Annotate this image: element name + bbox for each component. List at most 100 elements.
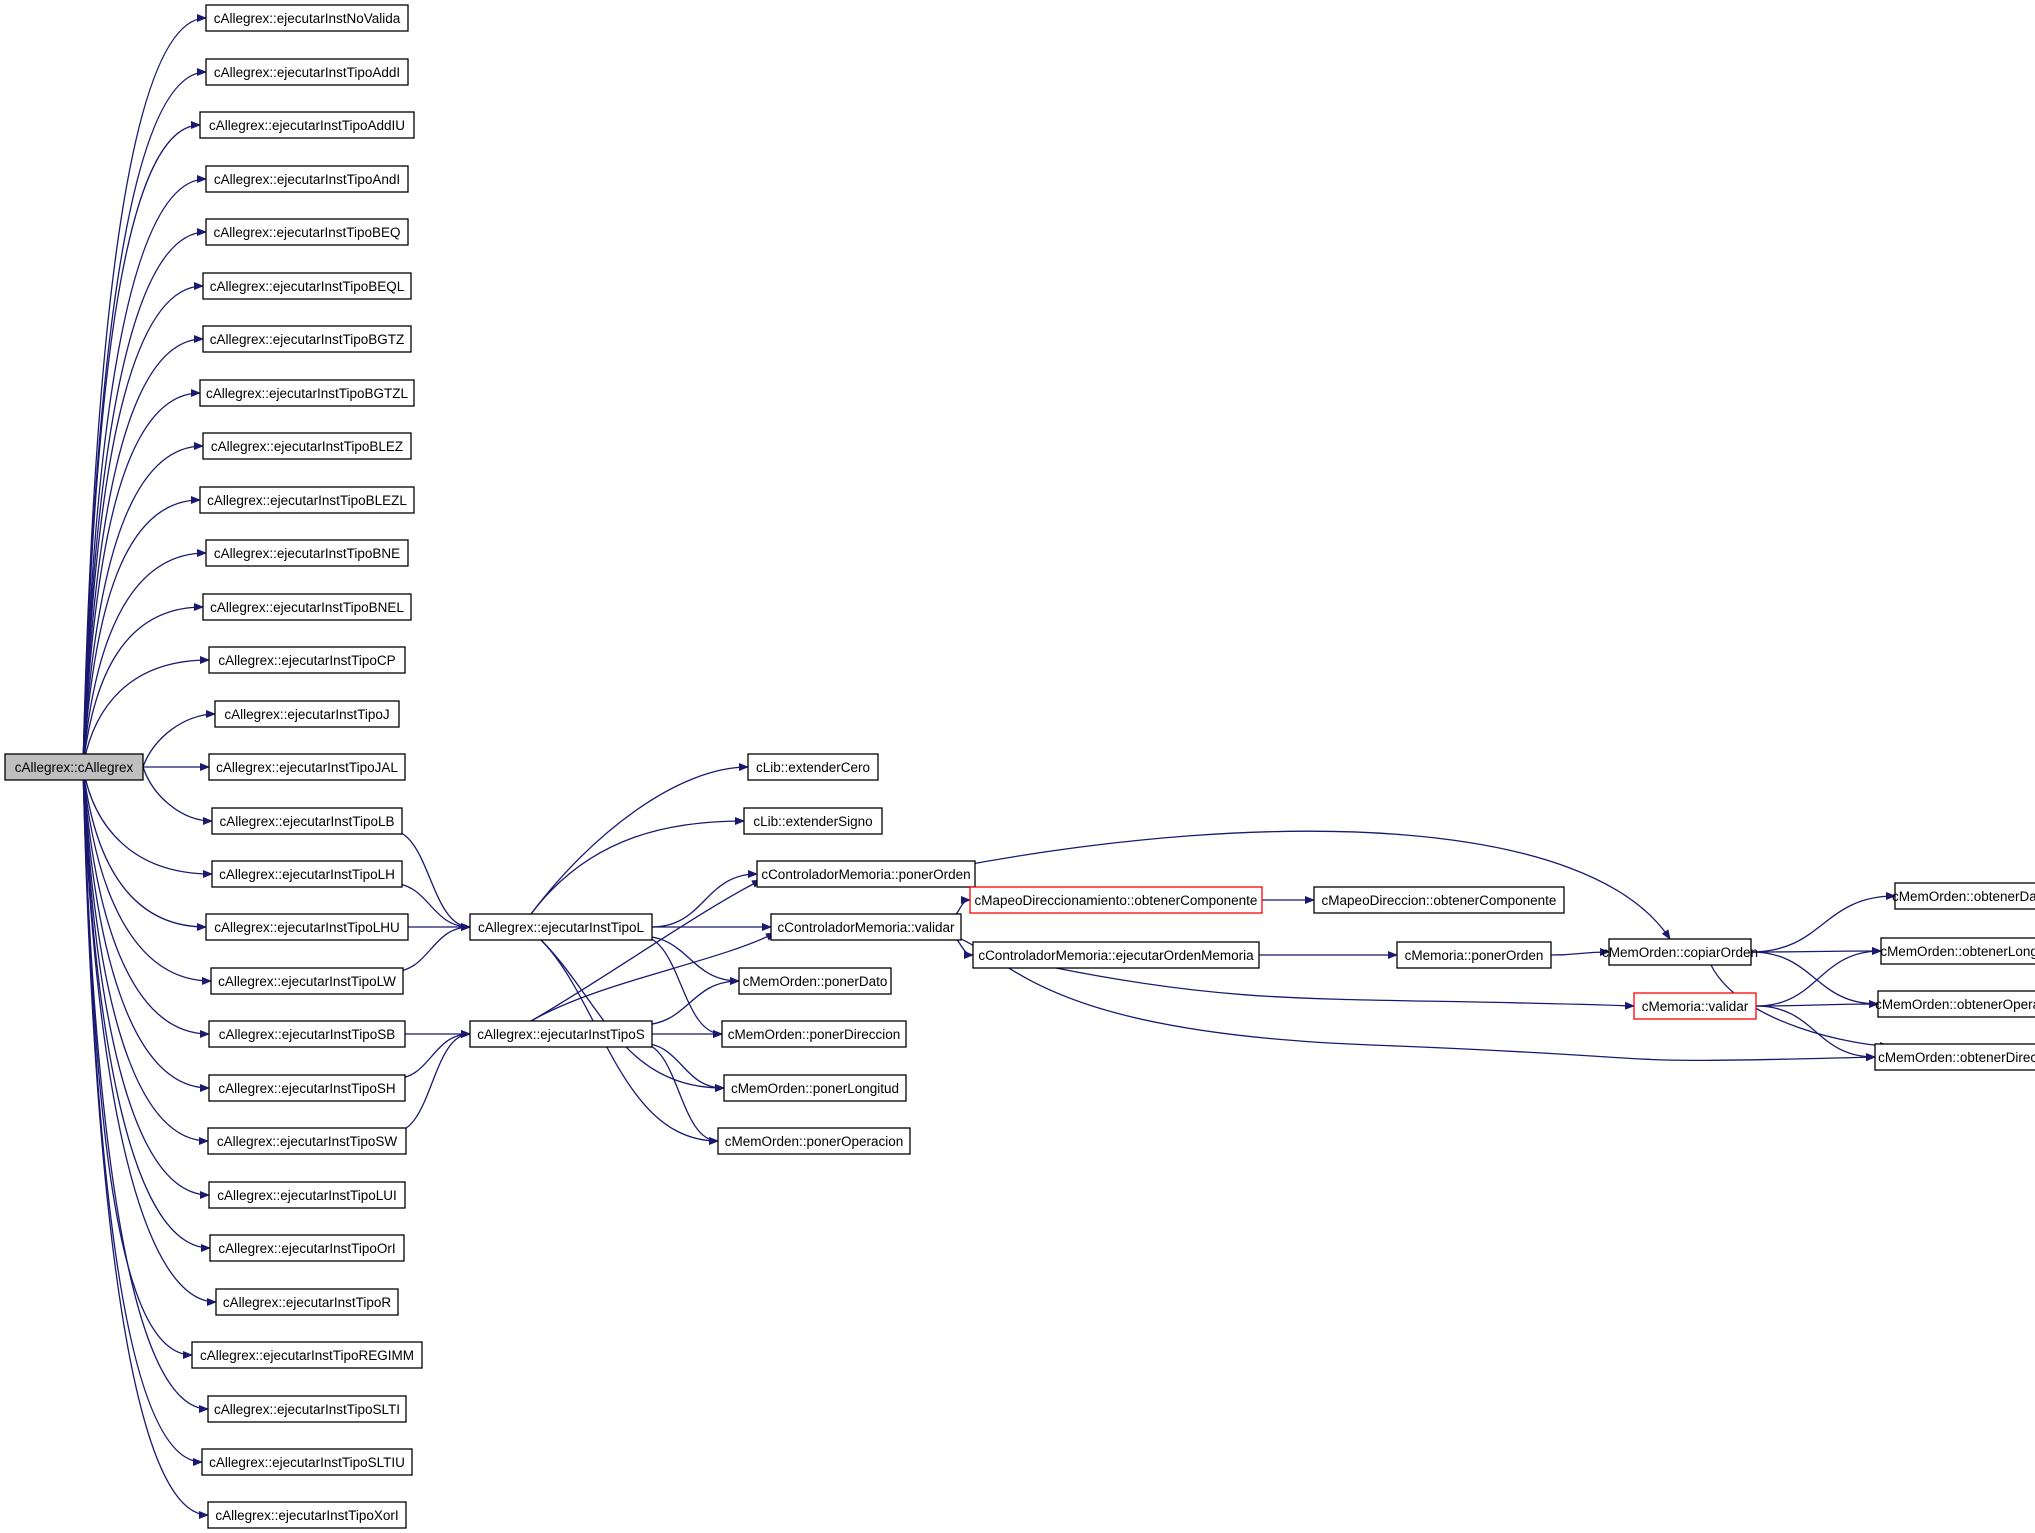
node-slti[interactable]: cAllegrex::ejecutarInstTipoSLTI — [207, 1395, 407, 1423]
node-box[interactable] — [717, 1127, 911, 1155]
node-box[interactable] — [756, 860, 976, 888]
node-box[interactable] — [1313, 886, 1565, 914]
node-box[interactable] — [215, 1288, 399, 1316]
node-bne[interactable]: cAllegrex::ejecutarInstTipoBNE — [205, 539, 409, 567]
node-box[interactable] — [207, 1127, 407, 1155]
node-sltiu[interactable]: cAllegrex::ejecutarInstTipoSLTIU — [201, 1448, 413, 1476]
node-blez[interactable]: cAllegrex::ejecutarInstTipoBLEZ — [202, 432, 412, 460]
node-j[interactable]: cAllegrex::ejecutarInstTipoJ — [214, 700, 400, 728]
node-lui[interactable]: cAllegrex::ejecutarInstTipoLUI — [208, 1181, 406, 1209]
node-box[interactable] — [211, 807, 403, 835]
node-lh[interactable]: cAllegrex::ejecutarInstTipoLH — [211, 860, 403, 888]
node-box[interactable] — [1633, 992, 1757, 1020]
node-box[interactable] — [205, 218, 409, 246]
node-mapcomp[interactable]: cMapeoDireccionamiento::obtenerComponent… — [969, 886, 1263, 914]
node-ori[interactable]: cAllegrex::ejecutarInstTipoOrI — [209, 1234, 405, 1262]
node-copiar[interactable]: cMemOrden::copiarOrden — [1602, 938, 1758, 966]
node-box[interactable] — [210, 967, 404, 995]
node-box[interactable] — [205, 165, 409, 193]
node-box[interactable] — [1894, 882, 2035, 910]
node-box[interactable] — [1396, 941, 1552, 969]
node-cp[interactable]: cAllegrex::ejecutarInstTipoCP — [208, 646, 406, 674]
node-lb[interactable]: cAllegrex::ejecutarInstTipoLB — [211, 807, 403, 835]
node-box[interactable] — [1877, 990, 2035, 1018]
node-addiu[interactable]: cAllegrex::ejecutarInstTipoAddIU — [199, 111, 415, 139]
node-sh[interactable]: cAllegrex::ejecutarInstTipoSH — [208, 1074, 406, 1102]
node-regimm[interactable]: cAllegrex::ejecutarInstTipoREGIMM — [191, 1341, 423, 1369]
node-andi[interactable]: cAllegrex::ejecutarInstTipoAndI — [205, 165, 409, 193]
node-ponerlong[interactable]: cMemOrden::ponerLongitud — [723, 1074, 907, 1102]
node-odato[interactable]: cMemOrden::obtenerDato — [1892, 882, 2035, 910]
node-box[interactable] — [972, 941, 1260, 969]
node-box[interactable] — [469, 1020, 653, 1048]
node-box[interactable] — [205, 58, 409, 86]
node-olong[interactable]: cMemOrden::obtenerLongitud — [1880, 937, 2035, 965]
node-box[interactable] — [205, 539, 409, 567]
node-box[interactable] — [205, 913, 409, 941]
node-extcero[interactable]: cLib::extenderCero — [747, 753, 879, 781]
node-box[interactable] — [208, 1074, 406, 1102]
node-root[interactable]: cAllegrex::cAllegrex — [4, 753, 144, 781]
node-box[interactable] — [202, 325, 412, 353]
node-box[interactable] — [208, 753, 406, 781]
node-jal[interactable]: cAllegrex::ejecutarInstTipoJAL — [208, 753, 406, 781]
node-blezl[interactable]: cAllegrex::ejecutarInstTipoBLEZL — [199, 486, 415, 514]
node-box[interactable] — [738, 967, 892, 995]
node-box[interactable] — [202, 593, 412, 621]
node-box[interactable] — [202, 272, 412, 300]
node-r[interactable]: cAllegrex::ejecutarInstTipoR — [215, 1288, 399, 1316]
node-box[interactable] — [208, 646, 406, 674]
node-memvalidar[interactable]: cMemoria::validar — [1633, 992, 1757, 1020]
node-ponerdato[interactable]: cMemOrden::ponerDato — [738, 967, 892, 995]
node-box[interactable] — [1608, 938, 1752, 966]
node-box[interactable] — [721, 1020, 907, 1048]
node-beql[interactable]: cAllegrex::ejecutarInstTipoBEQL — [202, 272, 412, 300]
node-tipol[interactable]: cAllegrex::ejecutarInstTipoL — [469, 913, 653, 941]
node-box[interactable] — [209, 1234, 405, 1262]
node-memponer[interactable]: cMemoria::ponerOrden — [1396, 941, 1552, 969]
node-cmponer[interactable]: cControladorMemoria::ponerOrden — [756, 860, 976, 888]
node-nv[interactable]: cAllegrex::ejecutarInstNoValida — [205, 4, 409, 32]
node-box[interactable] — [208, 1020, 406, 1048]
node-box[interactable] — [207, 1395, 407, 1423]
node-sb[interactable]: cAllegrex::ejecutarInstTipoSB — [208, 1020, 406, 1048]
node-box[interactable] — [207, 1501, 407, 1529]
node-xori[interactable]: cAllegrex::ejecutarInstTipoXorI — [207, 1501, 407, 1529]
node-bgtz[interactable]: cAllegrex::ejecutarInstTipoBGTZ — [202, 325, 412, 353]
node-box[interactable] — [969, 886, 1263, 914]
node-box[interactable] — [191, 1341, 423, 1369]
node-sw[interactable]: cAllegrex::ejecutarInstTipoSW — [207, 1127, 407, 1155]
node-oop[interactable]: cMemOrden::obtenerOperacion — [1875, 990, 2035, 1018]
node-box[interactable] — [201, 1448, 413, 1476]
node-box[interactable] — [202, 432, 412, 460]
node-box[interactable] — [199, 111, 415, 139]
node-box[interactable] — [4, 753, 144, 781]
node-box[interactable] — [723, 1074, 907, 1102]
node-box[interactable] — [214, 700, 400, 728]
node-beq[interactable]: cAllegrex::ejecutarInstTipoBEQ — [205, 218, 409, 246]
node-cmejec[interactable]: cControladorMemoria::ejecutarOrdenMemori… — [972, 941, 1260, 969]
node-bnel[interactable]: cAllegrex::ejecutarInstTipoBNEL — [202, 593, 412, 621]
node-cmvalidar[interactable]: cControladorMemoria::validar — [770, 913, 962, 941]
node-box[interactable] — [770, 913, 962, 941]
node-box[interactable] — [743, 807, 883, 835]
node-box[interactable] — [199, 379, 415, 407]
node-box[interactable] — [469, 913, 653, 941]
node-ponerop[interactable]: cMemOrden::ponerOperacion — [717, 1127, 911, 1155]
node-box[interactable] — [208, 1181, 406, 1209]
node-box[interactable] — [1874, 1043, 2035, 1071]
node-box[interactable] — [211, 860, 403, 888]
node-addi[interactable]: cAllegrex::ejecutarInstTipoAddI — [205, 58, 409, 86]
node-mapdircomp[interactable]: cMapeoDireccion::obtenerComponente — [1313, 886, 1565, 914]
node-box[interactable] — [1880, 937, 2035, 965]
node-box[interactable] — [199, 486, 415, 514]
node-lhu[interactable]: cAllegrex::ejecutarInstTipoLHU — [205, 913, 409, 941]
node-tipos[interactable]: cAllegrex::ejecutarInstTipoS — [469, 1020, 653, 1048]
node-odir[interactable]: cMemOrden::obtenerDireccion — [1874, 1043, 2035, 1071]
node-lw[interactable]: cAllegrex::ejecutarInstTipoLW — [210, 967, 404, 995]
node-extsigno[interactable]: cLib::extenderSigno — [743, 807, 883, 835]
node-bgtzl[interactable]: cAllegrex::ejecutarInstTipoBGTZL — [199, 379, 415, 407]
node-ponerdir[interactable]: cMemOrden::ponerDireccion — [721, 1020, 907, 1048]
node-box[interactable] — [747, 753, 879, 781]
node-box[interactable] — [205, 4, 409, 32]
